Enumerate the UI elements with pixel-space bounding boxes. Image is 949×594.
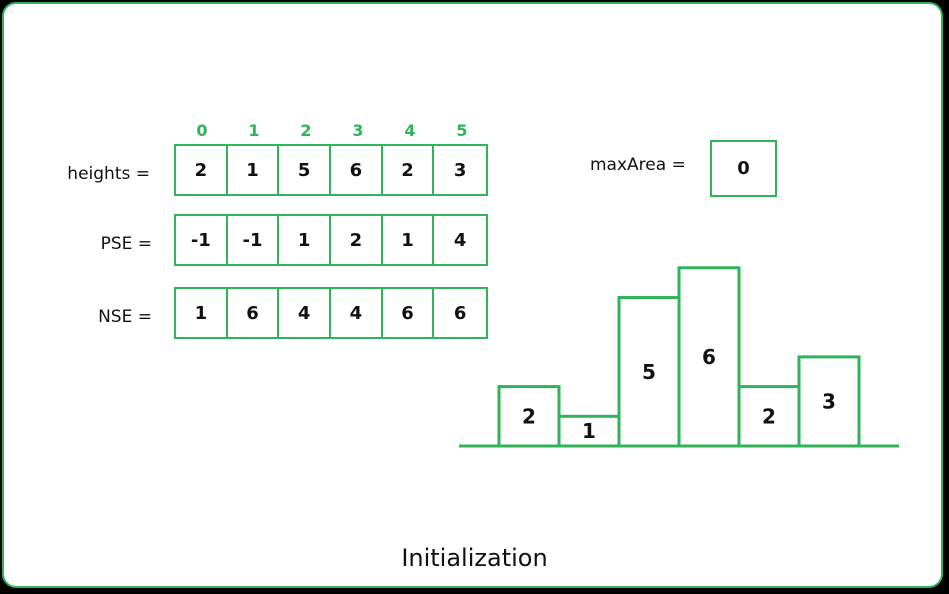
pse-cell: 1 [279, 216, 332, 264]
heights-cell: 2 [176, 146, 228, 194]
heights-label: heights = [67, 164, 150, 184]
pse-label: PSE = [100, 234, 152, 254]
nse-array: 1 6 4 4 6 6 [174, 287, 488, 339]
index-label: 5 [456, 121, 468, 140]
pse-cell: 1 [383, 216, 435, 264]
pse-array: -1 -1 1 2 1 4 [174, 214, 488, 266]
heights-cell: 5 [279, 146, 332, 194]
histogram-bar [497, 385, 561, 448]
bar-value-label: 6 [702, 345, 716, 369]
bar-value-label: 2 [522, 404, 536, 428]
pse-cell: 2 [331, 216, 383, 264]
diagram-card: 0 1 2 3 4 5 heights = 2 1 5 6 2 3 PSE = … [2, 2, 943, 588]
max-area-value: 0 [710, 140, 777, 197]
index-label: 0 [196, 121, 208, 140]
histogram-bar [617, 296, 681, 448]
histogram-chart: 2 1 5 6 2 3 [459, 266, 899, 448]
pse-cell: -1 [228, 216, 280, 264]
nse-cell: 1 [176, 289, 228, 337]
bar-value-label: 3 [822, 389, 836, 413]
nse-cell: 4 [279, 289, 332, 337]
heights-cell: 6 [331, 146, 383, 194]
bar-value-label: 2 [762, 404, 776, 428]
index-label: 2 [300, 121, 312, 140]
nse-label: NSE = [98, 307, 152, 327]
histogram-bar [677, 266, 741, 448]
max-area-label: maxArea = [590, 155, 686, 175]
caption: Initialization [401, 544, 548, 572]
bar-value-label: 5 [642, 360, 656, 384]
nse-cell: 6 [383, 289, 435, 337]
heights-cell: 1 [228, 146, 280, 194]
index-label: 3 [352, 121, 364, 140]
index-label: 4 [404, 121, 416, 140]
heights-array: 2 1 5 6 2 3 [174, 144, 488, 196]
bar-value-label: 1 [582, 419, 596, 443]
pse-cell: 4 [453, 229, 467, 251]
heights-cell: 3 [453, 159, 467, 181]
heights-cell: 2 [383, 146, 435, 194]
nse-cell: 6 [453, 302, 467, 324]
nse-cell: 6 [228, 289, 280, 337]
histogram-bar [797, 355, 861, 448]
pse-cell: -1 [176, 216, 228, 264]
index-label: 1 [248, 121, 260, 140]
nse-cell: 4 [331, 289, 383, 337]
